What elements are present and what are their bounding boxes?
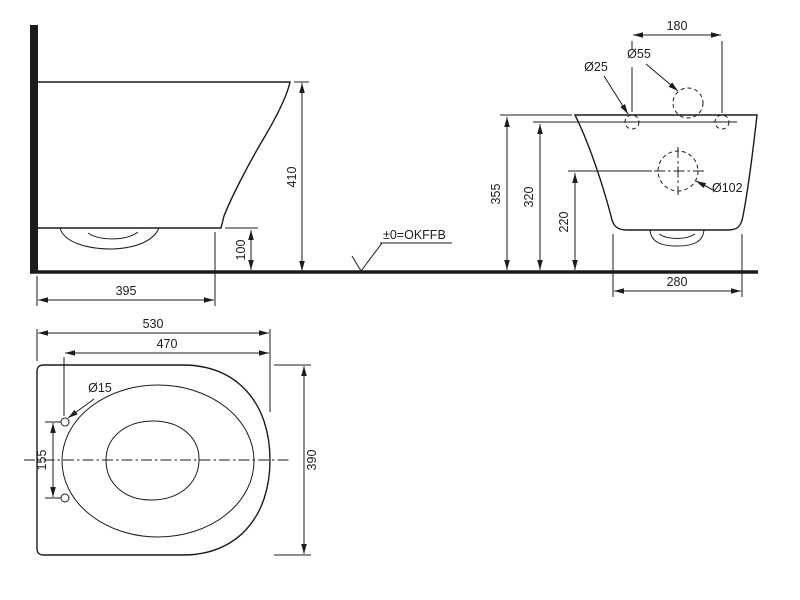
- seat-fixing-hole-bottom: [60, 493, 70, 503]
- callout-dia-15: Ø15: [67, 381, 112, 419]
- dim-220: 220: [557, 170, 652, 270]
- top-view: Ø15 155 530 470 390: [24, 317, 319, 556]
- front-view: 180 Ø25 Ø55 Ø102 355 320 2: [489, 19, 758, 297]
- outlet-side-detail: [59, 227, 160, 250]
- dia-15-label: Ø15: [88, 381, 112, 395]
- datum-label: ±0=OKFFB: [383, 228, 446, 242]
- dim-100: 100: [225, 227, 258, 270]
- dim-395: 395: [36, 232, 216, 306]
- datum-marker: ±0=OKFFB: [351, 228, 452, 272]
- dim-100-label: 100: [234, 240, 248, 261]
- dim-530: 530: [36, 317, 271, 412]
- dim-390: 390: [274, 364, 319, 556]
- fixing-hole-right: [714, 114, 730, 130]
- outlet-front-inner-detail: [658, 233, 696, 239]
- dim-355: 355: [489, 114, 572, 270]
- dia-102-label: Ø102: [712, 181, 743, 195]
- wall-section: [30, 25, 38, 273]
- dim-155: 155: [35, 421, 61, 499]
- dim-395-label: 395: [116, 284, 137, 298]
- datum-tick-short: [351, 255, 362, 272]
- outlet-front-detail: [649, 229, 705, 247]
- ground: [30, 25, 758, 274]
- dim-180: 180: [631, 19, 723, 113]
- dim-280: 280: [612, 234, 743, 297]
- dia-55-label: Ø55: [627, 47, 651, 61]
- bowl-opening: [105, 420, 200, 501]
- datum-tick-long: [360, 242, 383, 272]
- callout-dia-25: Ø25: [584, 60, 629, 115]
- outlet-side-inner-detail: [87, 231, 139, 240]
- seat-ring: [61, 384, 255, 538]
- toilet-top-profile: [36, 364, 271, 556]
- dim-390-label: 390: [305, 450, 319, 471]
- fixing-hole-left: [624, 114, 640, 130]
- toilet-front-profile: [573, 114, 758, 231]
- seat-fixing-hole-top: [60, 417, 70, 427]
- callout-dia-55: Ø55: [627, 47, 679, 92]
- side-view: 410 100 395: [36, 81, 309, 306]
- dim-530-label: 530: [143, 317, 164, 331]
- dim-180-label: 180: [667, 19, 688, 33]
- inlet-hole: [672, 87, 704, 119]
- dim-355-label: 355: [489, 184, 503, 205]
- dim-470: 470: [63, 337, 269, 416]
- dim-280-label: 280: [667, 275, 688, 289]
- dim-155-label: 155: [35, 450, 49, 471]
- dim-320: 320: [522, 124, 543, 270]
- dia-25-label: Ø25: [584, 60, 608, 74]
- toilet-side-profile: [38, 81, 291, 229]
- dim-410-label: 410: [285, 167, 299, 188]
- dim-410: 410: [285, 81, 309, 271]
- dim-320-label: 320: [522, 187, 536, 208]
- dim-220-label: 220: [557, 212, 571, 233]
- dim-470-label: 470: [157, 337, 178, 351]
- callout-dia-102: Ø102: [695, 180, 743, 195]
